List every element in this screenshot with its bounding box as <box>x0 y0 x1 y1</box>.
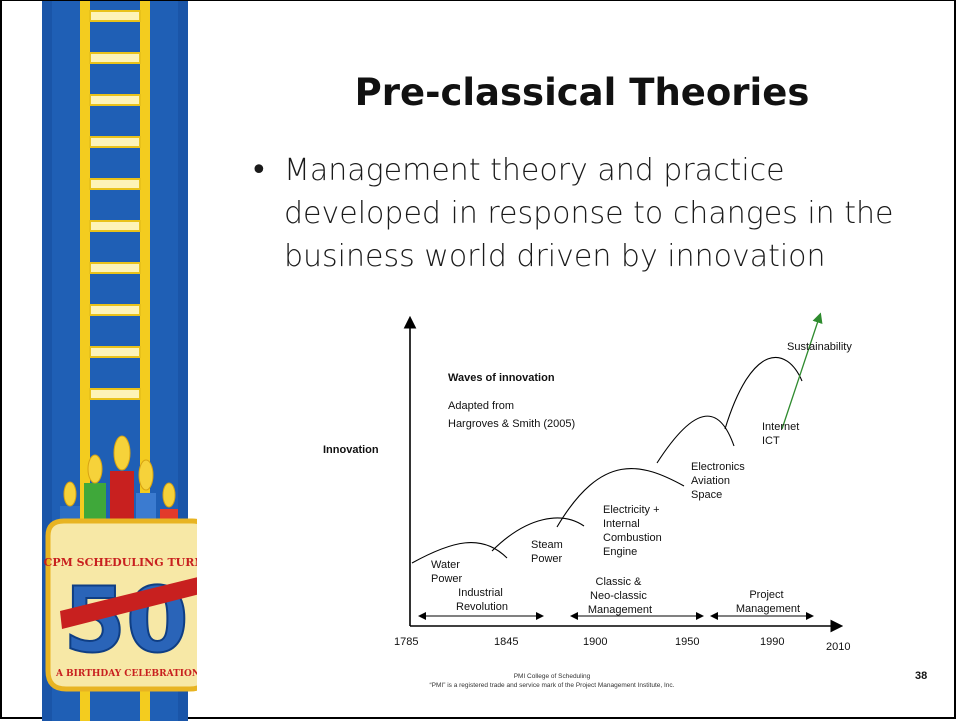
wave-label-electronics: Electronics Aviation Space <box>691 461 748 501</box>
footer-line2: “PMI” is a registered trade and service … <box>429 682 675 689</box>
year-label: 1900 <box>583 636 607 648</box>
wave-label-steam-power: Steam Power <box>531 539 566 565</box>
y-axis-label: Innovation <box>323 444 379 456</box>
year-label: 1785 <box>394 636 418 648</box>
wave-label-internet: Internet ICT <box>762 421 802 447</box>
era-label-project-management: Project Management <box>736 589 800 615</box>
wave-label-electricity: Electricity + Internal Combustion Engine <box>603 504 665 558</box>
year-label: 2010 <box>826 641 850 653</box>
diagram-source-line1: Adapted from <box>448 400 514 412</box>
wave-curves <box>411 356 803 564</box>
slide-title: Pre-classical Theories <box>354 71 810 114</box>
waves-of-innovation-diagram: Innovation Waves of innovation Adapted f… <box>323 312 852 653</box>
diagram-heading: Waves of innovation <box>448 372 555 384</box>
bullet-marker: • <box>250 153 268 188</box>
year-label: 1950 <box>675 636 699 648</box>
sustainability-label: Sustainability <box>787 341 852 353</box>
svg-text:CPM SCHEDULING TURNS: CPM SCHEDULING TURNS <box>44 556 197 569</box>
slide-footer: PMI College of Scheduling “PMI” is a reg… <box>302 672 802 690</box>
era-label-classic-management: Classic & Neo-classic Management <box>588 576 652 616</box>
year-label: 1845 <box>494 636 518 648</box>
ladder-decoration: CPM SCHEDULING TURNS 50 A BIRTHDAY CELEB… <box>42 1 197 721</box>
diagram-source-line2: Hargroves & Smith (2005) <box>448 418 575 430</box>
sustainability-arrow <box>781 312 823 430</box>
footer-line1: PMI College of Scheduling <box>513 673 591 680</box>
year-label: 1990 <box>760 636 784 648</box>
svg-text:A BIRTHDAY CELEBRATION: A BIRTHDAY CELEBRATION <box>55 669 197 679</box>
page-number: 38 <box>915 670 928 682</box>
era-label-industrial-revolution: Industrial Revolution <box>456 587 508 613</box>
bullet-text: Management theory and practice developed… <box>284 153 894 274</box>
wave-label-water-power: Water Power <box>431 559 463 585</box>
